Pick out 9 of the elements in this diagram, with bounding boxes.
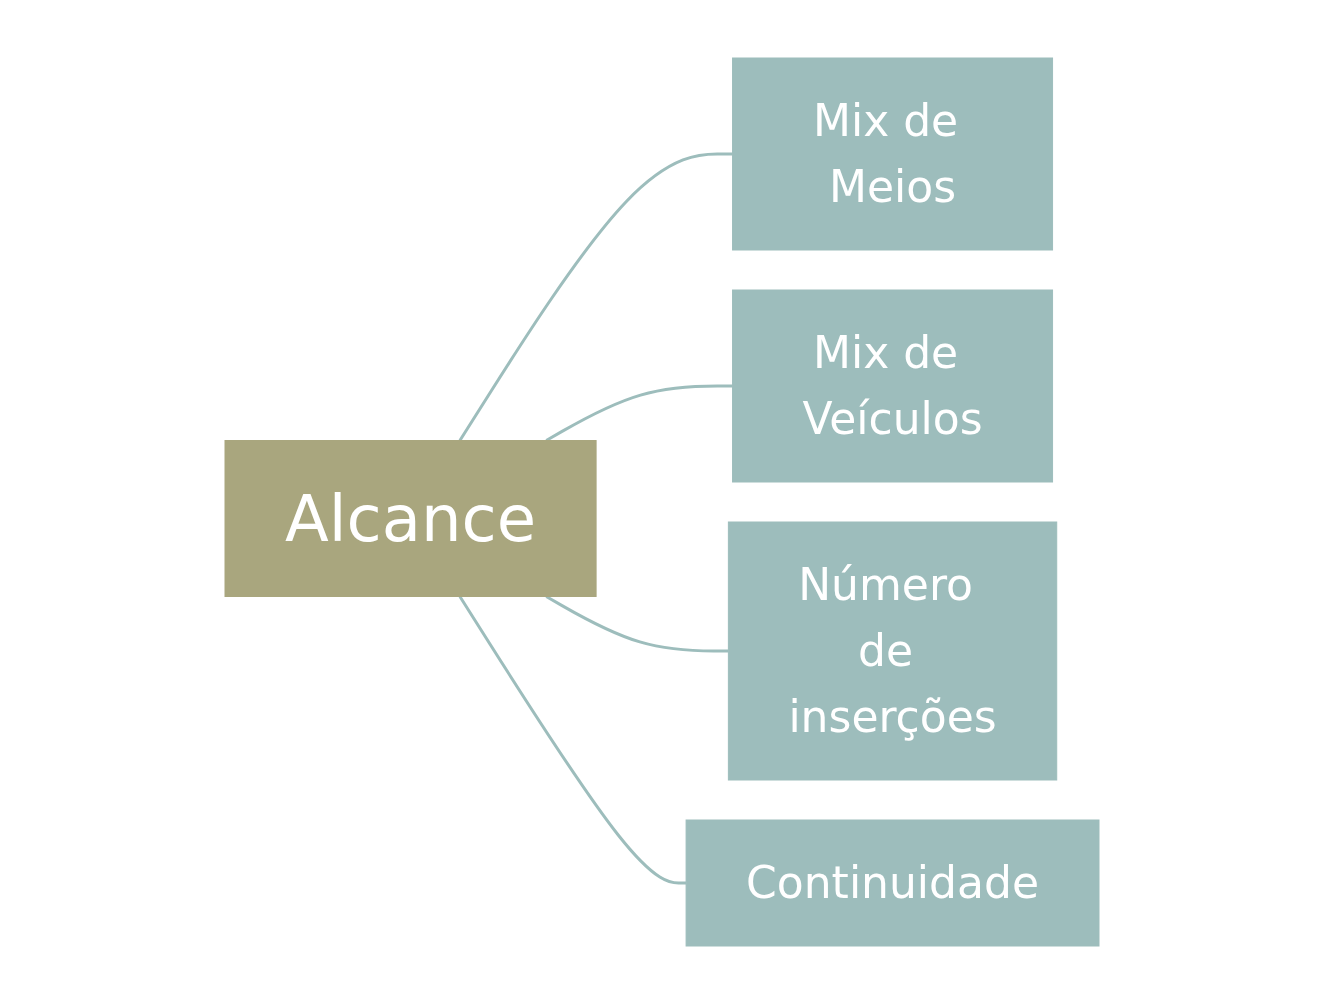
connector xyxy=(545,595,728,653)
node-box: Mix de Meios xyxy=(731,57,1053,251)
connector xyxy=(458,152,733,442)
node-box: Alcance xyxy=(224,440,597,597)
connector xyxy=(458,595,686,885)
node-box: Continuidade xyxy=(685,819,1099,947)
connector xyxy=(545,384,733,442)
node-box: Número de inserções xyxy=(727,521,1057,781)
node-box: Mix de Veículos xyxy=(731,289,1053,483)
